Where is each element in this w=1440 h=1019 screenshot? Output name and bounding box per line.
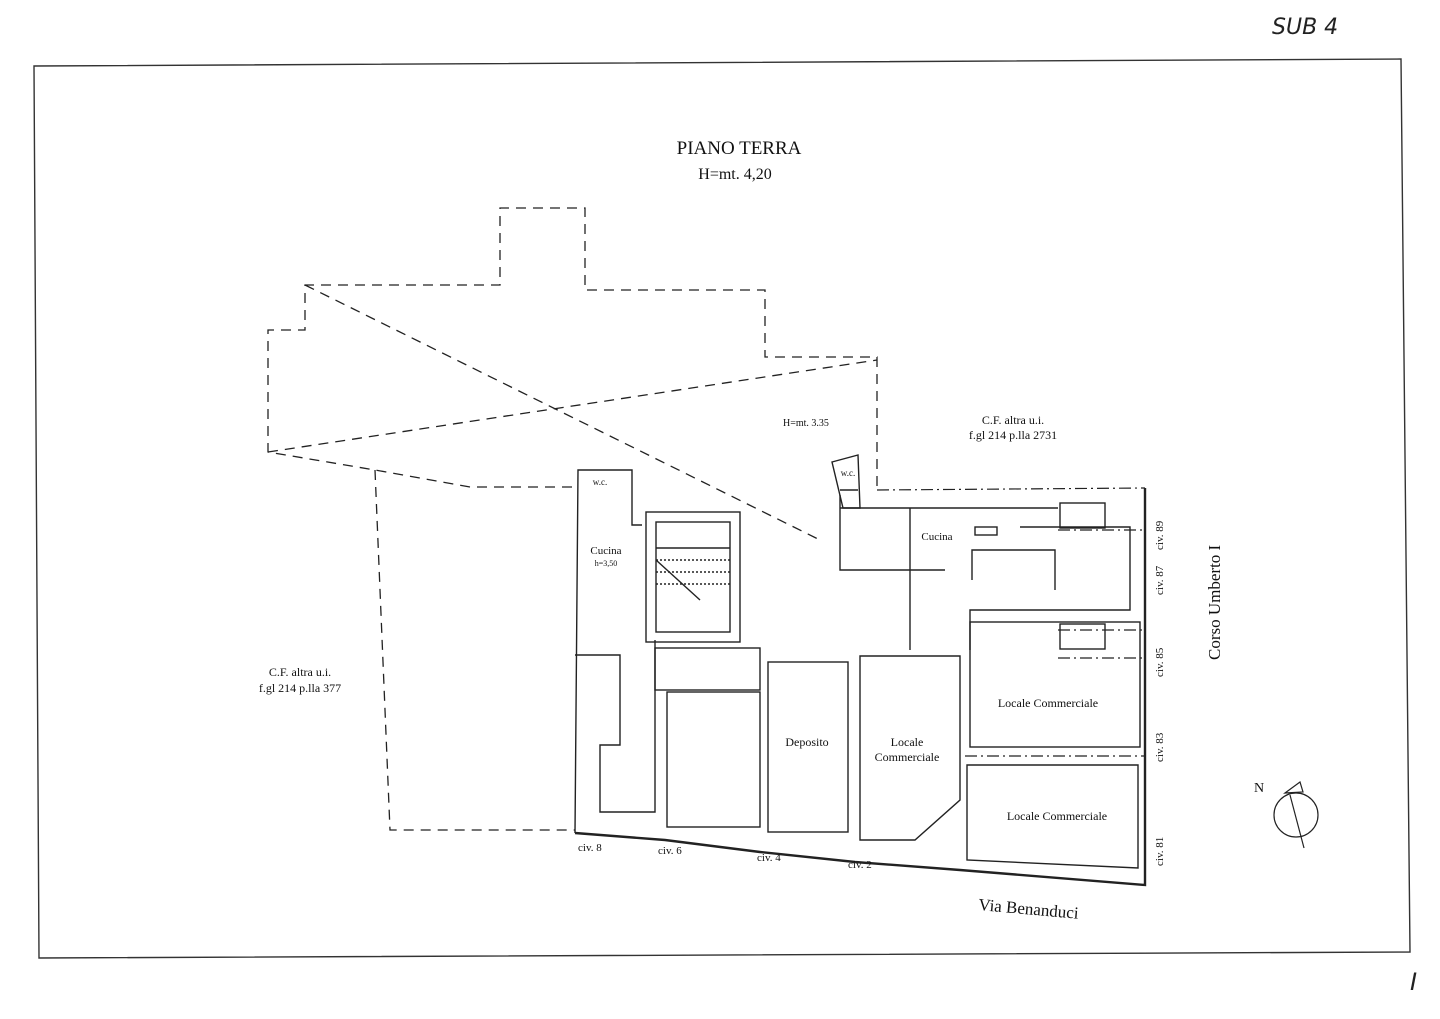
street-number: civ. 85 [1154,647,1166,677]
neighbor-north-line2: f.gl 214 p.lla 2731 [969,428,1057,442]
kitchen-right-label: Cucina [921,531,952,543]
street-number: civ. 2 [848,859,872,871]
page-mark: I [1410,968,1417,996]
street-number: civ. 6 [658,845,682,857]
wc-right-label: w.c. [841,468,855,478]
sub-label: SUB 4 [1272,15,1338,40]
wc-left-label: w.c. [593,477,607,487]
shop-center-line1: Locale [891,735,924,749]
shop-center-line2: Commerciale [875,750,940,764]
north-arrow-icon: N [1254,781,1319,849]
plan-height: H=mt. 4,20 [698,166,771,183]
compass-label: N [1254,781,1264,796]
kitchen-left-height: h=3,50 [595,559,618,568]
street-number: civ. 83 [1154,732,1166,762]
shop-upper-label: Locale Commerciale [998,696,1098,710]
sheet-border [33,58,1411,959]
street-name-south: Via Benanduci [978,895,1080,923]
building-walls [574,454,1147,887]
deposit-label: Deposito [785,735,828,749]
lot-outline [267,207,878,831]
wc-height-label: H=mt. 3.35 [783,418,829,429]
neighbor-west-line2: f.gl 214 p.lla 377 [259,681,341,695]
shop-lower-label: Locale Commerciale [1007,809,1107,823]
street-name-east: Corso Umberto I [1205,544,1224,660]
street-number: civ. 8 [578,842,602,854]
neighbor-west-line1: C.F. altra u.i. [269,665,331,679]
neighbor-north-line1: C.F. altra u.i. [982,413,1044,427]
plan-title: PIANO TERRA [677,138,802,159]
street-number: civ. 89 [1154,520,1166,550]
street-number: civ. 4 [757,852,781,864]
kitchen-left-label: Cucina [590,545,621,557]
street-number: civ. 87 [1154,565,1166,595]
street-number: civ. 81 [1154,837,1166,866]
